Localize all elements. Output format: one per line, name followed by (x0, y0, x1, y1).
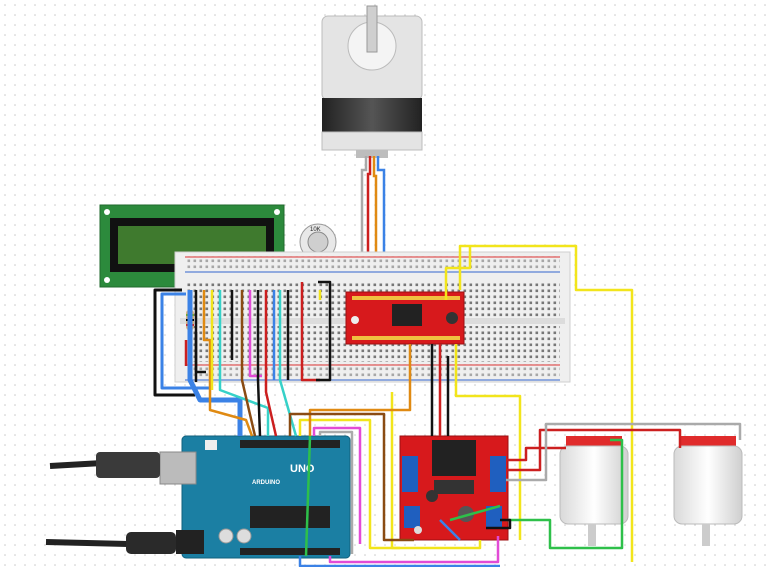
dc-motor-1[interactable] (559, 436, 629, 546)
power-cable (45, 532, 176, 554)
arduino-brand-text: ARDUINO (252, 480, 280, 486)
easydriver-stepper-driver[interactable] (345, 291, 465, 345)
usb-cable (49, 452, 160, 478)
arduino-uno-board[interactable]: UNO ARDUINO (159, 435, 351, 559)
stepper-motor[interactable] (321, 5, 423, 158)
wires (153, 244, 742, 567)
stepper-wires (360, 156, 386, 290)
arduino-logo-text: UNO (290, 463, 315, 475)
l298n-motor-driver[interactable] (399, 435, 509, 541)
dc-motor-2[interactable] (673, 436, 743, 546)
potentiometer-label: 10K (310, 227, 321, 233)
